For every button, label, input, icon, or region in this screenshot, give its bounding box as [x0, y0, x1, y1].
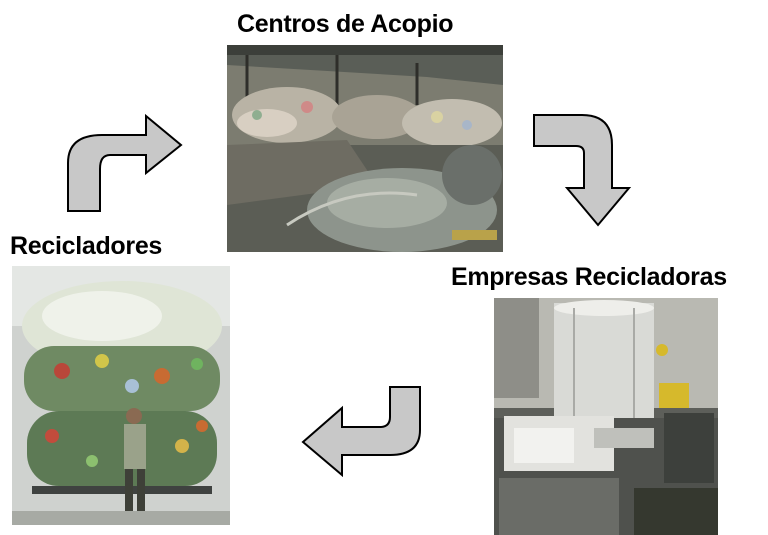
arrow-centros-to-empresas [532, 113, 632, 228]
label-empresas-recicladoras: Empresas Recicladoras [451, 263, 727, 291]
arrow-empresas-to-recicladores [300, 385, 425, 477]
arrow-recicladores-to-centros [66, 113, 184, 213]
photo-recicladores [12, 266, 230, 525]
label-recicladores: Recicladores [10, 232, 163, 260]
photo-empresas-recicladoras [494, 298, 718, 535]
photo-centros-de-acopio [227, 45, 503, 252]
label-centros-de-acopio: Centros de Acopio [237, 10, 454, 38]
